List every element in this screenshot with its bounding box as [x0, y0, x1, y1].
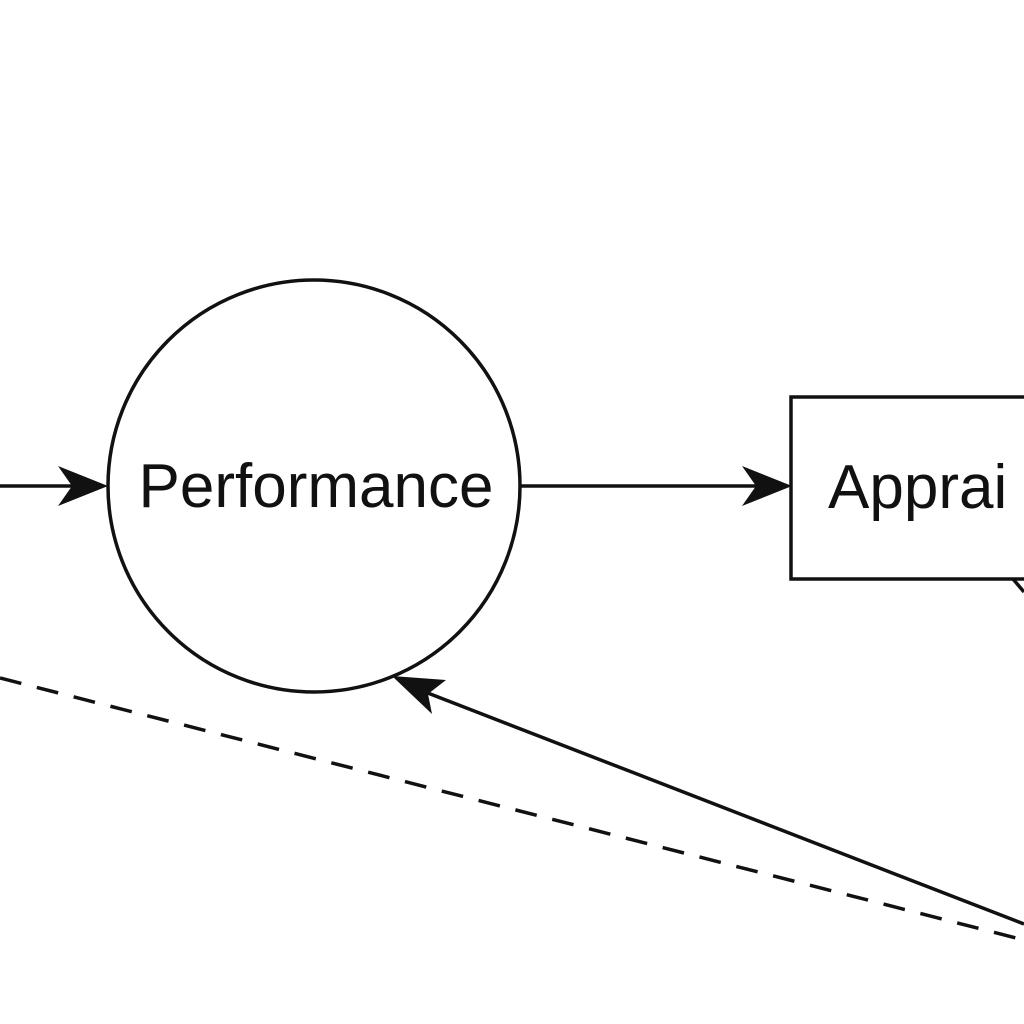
arrowhead-incoming-left: [58, 466, 108, 506]
arrowhead-feedback-to-performance: [392, 676, 446, 714]
dashed-connector: [0, 676, 1024, 942]
edge-feedback-to-performance: [419, 688, 1024, 926]
edge-appraisal-outgoing-stub: [1011, 577, 1024, 594]
node-performance-label: Performance: [139, 452, 494, 521]
node-appraisal-label: Apprai: [828, 453, 1007, 522]
node-appraisal[interactable]: [789, 395, 1024, 581]
arrowhead-performance-to-appraisal: [742, 466, 792, 506]
